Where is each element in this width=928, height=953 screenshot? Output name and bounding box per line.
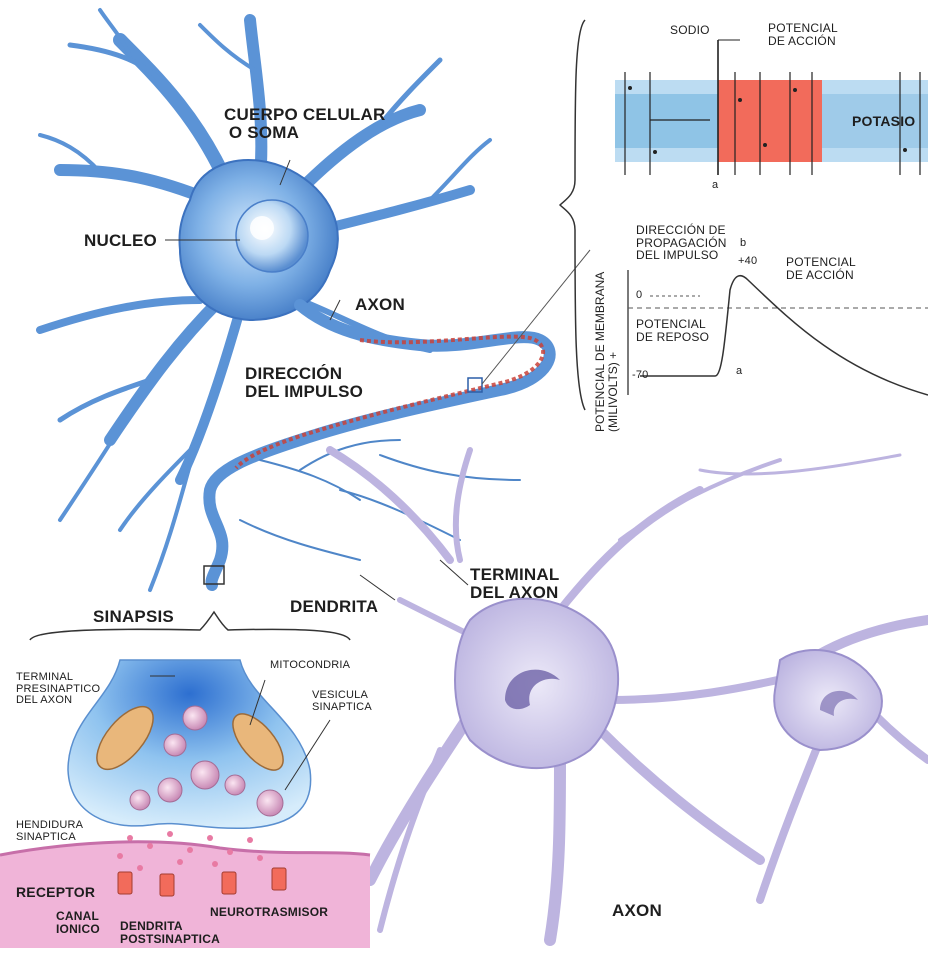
receptor-3: [222, 872, 236, 894]
label-sodio: SODIO: [670, 24, 710, 37]
sodium-channel-region: [718, 80, 822, 162]
label-nucleo: NUCLEO: [84, 232, 157, 250]
label-mitocondria: MITOCONDRIA: [270, 660, 350, 672]
label-hendidura: HENDIDURA SINAPTICA: [16, 820, 83, 843]
inset-brace: [560, 20, 585, 410]
blue-neuron: [40, 10, 550, 590]
label-sinapsis: SINAPSIS: [93, 608, 174, 626]
label-potencial-accion-graph: POTENCIAL DE ACCIÓN: [786, 256, 856, 281]
label-graph-a: a: [736, 366, 742, 378]
label-zero: 0: [636, 290, 642, 302]
label-dendrita-postsinaptica: DENDRITA POSTSINAPTICA: [120, 920, 220, 945]
axon: [209, 305, 549, 585]
receptor-4: [272, 868, 286, 890]
label-vesicula: VESICULA SINAPTICA: [312, 690, 372, 713]
synapse-brace: [30, 612, 350, 640]
label-canal-ionico: CANAL IONICO: [56, 910, 100, 935]
label-potasio: POTASIO: [852, 114, 915, 129]
label-potencial-reposo: POTENCIAL DE REPOSO: [636, 318, 709, 343]
label-axon-bottom: AXON: [612, 902, 662, 920]
label-plus-40: +40: [738, 256, 757, 268]
receptor-2: [160, 874, 174, 896]
label-terminal-presinaptico: TERMINAL PRESINAPTICO DEL AXON: [16, 672, 100, 707]
label-direccion-impulso: DIRECCIÓN DEL IMPULSO: [245, 365, 363, 401]
receptor-1: [118, 872, 132, 894]
label-cuerpo-celular: CUERPO CELULAR O SOMA: [224, 106, 385, 142]
label-point-b: b: [740, 238, 746, 250]
label-potencial-accion-inset: POTENCIAL DE ACCIÓN: [768, 22, 838, 47]
label-direccion-propagacion: DIRECCIÓN DE PROPAGACIÓN DEL IMPULSO: [636, 224, 727, 262]
purple-neurons: [330, 450, 928, 940]
label-terminal-axon: TERMINAL DEL AXON: [470, 566, 559, 602]
label-receptor: RECEPTOR: [16, 885, 95, 900]
label-axon-top: AXON: [355, 296, 405, 314]
label-minus-70: -70: [632, 370, 649, 382]
label-y-axis: POTENCIAL DE MEMBRANA (MILIVOLTS) +: [594, 272, 619, 432]
nucleus: [236, 200, 308, 272]
label-neurotrasmisor: NEUROTRASMISOR: [210, 906, 328, 919]
label-dendrita: DENDRITA: [290, 598, 378, 616]
label-inset-a: a: [712, 180, 718, 192]
